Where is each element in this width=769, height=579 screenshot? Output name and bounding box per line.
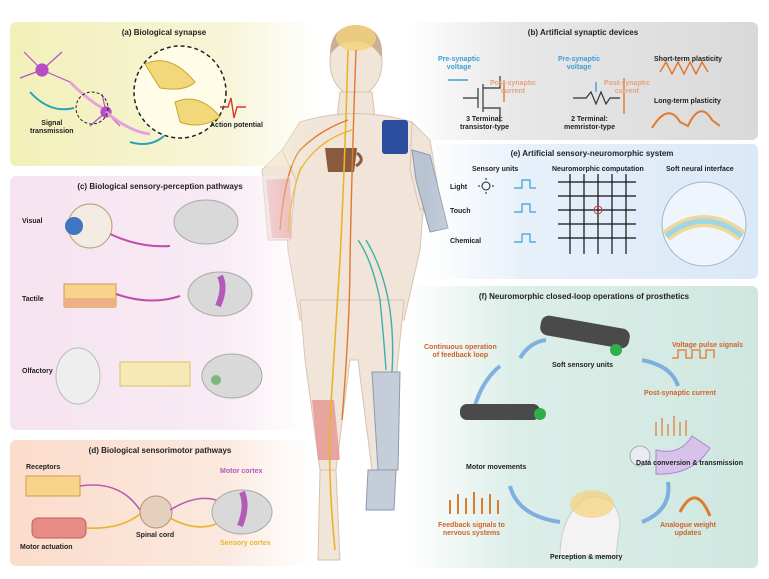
panel-a-biological-synapse: (a) Biological synapse Signal transmissi… bbox=[10, 22, 318, 166]
sensorimotor-illustration bbox=[25, 475, 273, 539]
touch-label: Touch bbox=[450, 208, 471, 215]
motor-movements-label: Motor movements bbox=[466, 464, 527, 471]
analogue-weight-label: Analogue weight updates bbox=[660, 522, 716, 538]
synaptic-devices-diagram bbox=[448, 60, 721, 129]
pre-synaptic-voltage-label-2: Pre-synaptic voltage bbox=[558, 56, 601, 72]
continuous-operation-label: Continuous operation of feedback loop bbox=[424, 344, 497, 360]
neuromorphic-system-diagram bbox=[478, 174, 747, 267]
panel-f-title: (f) Neuromorphic closed-loop operations … bbox=[478, 292, 690, 301]
chemical-label: Chemical bbox=[450, 238, 482, 245]
sensory-units-label: Sensory units bbox=[472, 166, 519, 173]
panel-c-title: (c) Biological sensory-perception pathwa… bbox=[77, 182, 243, 191]
panel-c-biological-sensory-perception: (c) Biological sensory-perception pathwa… bbox=[10, 176, 310, 430]
perception-memory-label: Perception & memory bbox=[550, 554, 623, 561]
visual-label: Visual bbox=[22, 218, 43, 225]
panel-e-artificial-sensory-neuromorphic: (e) Artificial sensory-neuromorphic syst… bbox=[426, 144, 758, 279]
post-synaptic-current-label-2: Post-synaptic current bbox=[604, 80, 650, 96]
soft-neural-interface-label: Soft neural interface bbox=[666, 166, 734, 173]
three-terminal-label: 3 Terminal: transistor-type bbox=[460, 116, 510, 132]
action-potential-label: Action potential bbox=[210, 122, 263, 129]
motor-cortex-label: Motor cortex bbox=[220, 468, 263, 475]
synapse-illustration bbox=[19, 45, 246, 145]
signal-transmission-label: Signal transmission bbox=[30, 120, 74, 136]
two-terminal-label: 2 Terminal: memristor-type bbox=[564, 116, 615, 132]
neuromorphic-computation-label: Neuromorphic computation bbox=[552, 166, 644, 173]
pre-synaptic-voltage-label-1: Pre-synaptic voltage bbox=[438, 56, 481, 72]
post-synaptic-current-label-1: Post-synaptic current bbox=[490, 80, 536, 96]
panel-e-title: (e) Artificial sensory-neuromorphic syst… bbox=[510, 149, 674, 158]
tactile-label: Tactile bbox=[22, 296, 44, 303]
panel-b-artificial-synaptic-devices: (b) Artificial synaptic devices Pre-syna… bbox=[408, 22, 758, 140]
short-term-plasticity-label: Short-term plasticity bbox=[654, 56, 723, 63]
voltage-pulse-label: Voltage pulse signals bbox=[672, 342, 744, 349]
sensory-pathways-illustration bbox=[55, 199, 263, 405]
panel-a-title: (a) Biological synapse bbox=[121, 28, 207, 37]
olfactory-label: Olfactory bbox=[22, 368, 53, 375]
panel-f-closed-loop-prosthetics: (f) Neuromorphic closed-loop operations … bbox=[410, 286, 758, 568]
sensory-cortex-label: Sensory cortex bbox=[220, 540, 271, 547]
panel-d-title: (d) Biological sensorimotor pathways bbox=[88, 446, 232, 455]
receptors-label: Receptors bbox=[26, 464, 61, 471]
closed-loop-diagram bbox=[449, 315, 715, 557]
feedback-signals-label: Feedback signals to nervous systems bbox=[438, 522, 505, 538]
soft-sensory-units-label: Soft sensory units bbox=[552, 362, 614, 369]
panel-d-biological-sensorimotor: (d) Biological sensorimotor pathways Rec… bbox=[10, 440, 310, 566]
post-synaptic-current-label: Post-synaptic current bbox=[644, 390, 716, 397]
light-label: Light bbox=[450, 184, 468, 191]
motor-actuation-label: Motor actuation bbox=[20, 544, 73, 551]
long-term-plasticity-label: Long-term plasticity bbox=[654, 98, 721, 105]
spinal-cord-label: Spinal cord bbox=[136, 532, 175, 539]
panel-b-title: (b) Artificial synaptic devices bbox=[527, 28, 639, 37]
data-conversion-label: Data conversion & transmission bbox=[636, 460, 743, 467]
